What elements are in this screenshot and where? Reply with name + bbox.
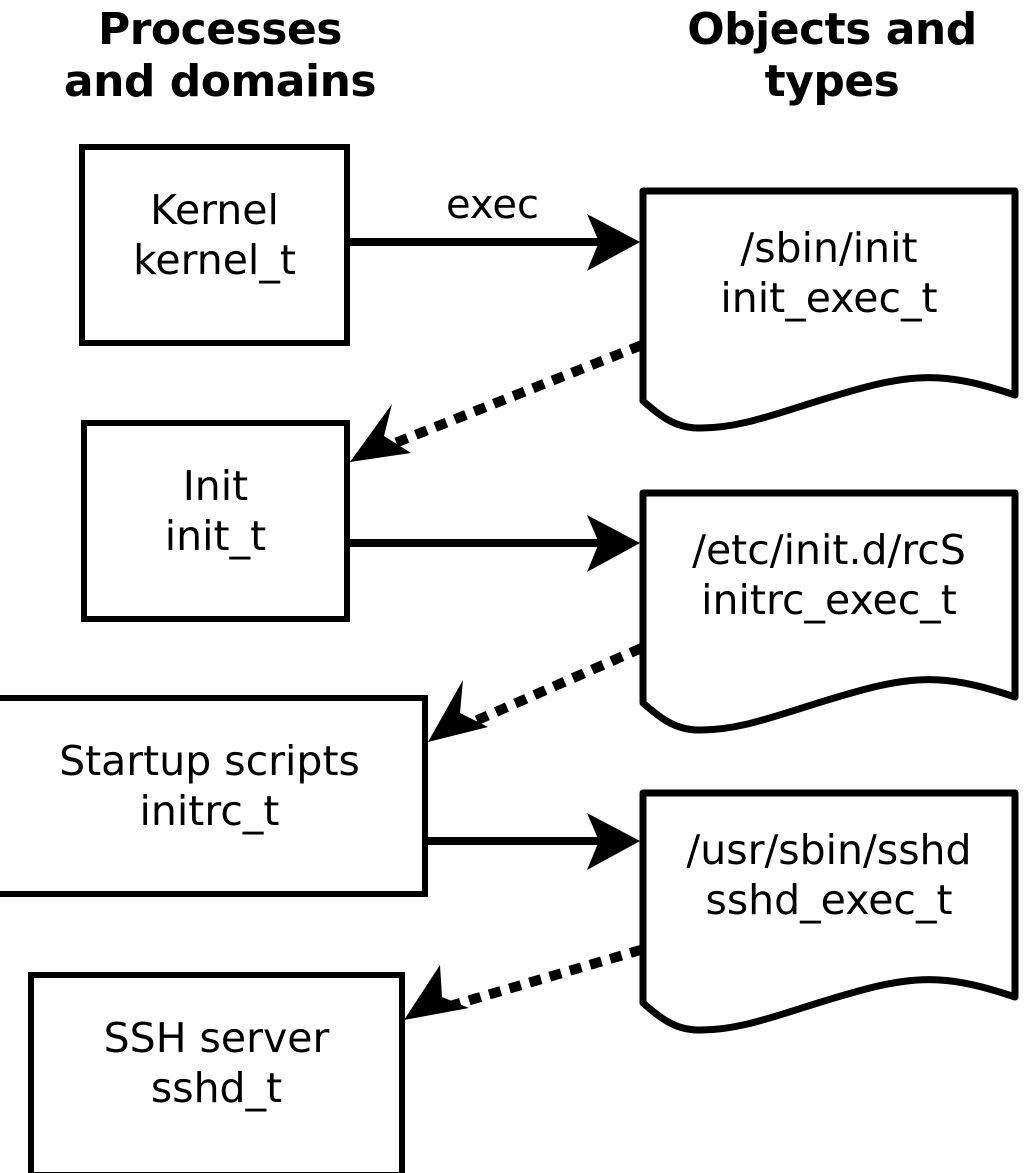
column-header-processes-and-domains: Processes and domains — [63, 4, 377, 107]
object-label-init-exec: /sbin/init init_exec_t — [720, 224, 938, 322]
process-label-ssh-server: SSH server sshd_t — [103, 1014, 330, 1112]
column-header-objects-and-types: Objects and types — [687, 4, 977, 107]
process-box-ssh-server[interactable] — [28, 972, 405, 1173]
object-doc-sshd-exec[interactable] — [639, 789, 1019, 1034]
process-box-init[interactable] — [81, 420, 350, 622]
process-label-startup-scripts: Startup scripts initrc_t — [59, 737, 360, 835]
edge-kernel-to-init-exec — [347, 214, 640, 271]
edge-label-exec: exec — [446, 182, 539, 228]
edge-initrc-to-sshd-exec — [425, 813, 640, 870]
edge-initrc-exec-to-initrc — [428, 643, 644, 742]
process-label-kernel: Kernel kernel_t — [133, 186, 296, 284]
edge-init-exec-to-init — [350, 340, 644, 462]
edge-init-to-initrc-exec — [347, 515, 640, 572]
object-label-initrc-exec: /etc/init.d/rcS initrc_exec_t — [692, 526, 966, 624]
object-doc-initrc-exec[interactable] — [639, 489, 1019, 734]
edge-sshd-exec-to-sshd — [404, 944, 644, 1020]
object-label-sshd-exec: /usr/sbin/sshd sshd_exec_t — [686, 826, 972, 924]
object-doc-init-exec[interactable] — [639, 187, 1019, 432]
process-box-startup-scripts[interactable] — [0, 695, 428, 897]
process-label-init: Init init_t — [164, 462, 267, 560]
